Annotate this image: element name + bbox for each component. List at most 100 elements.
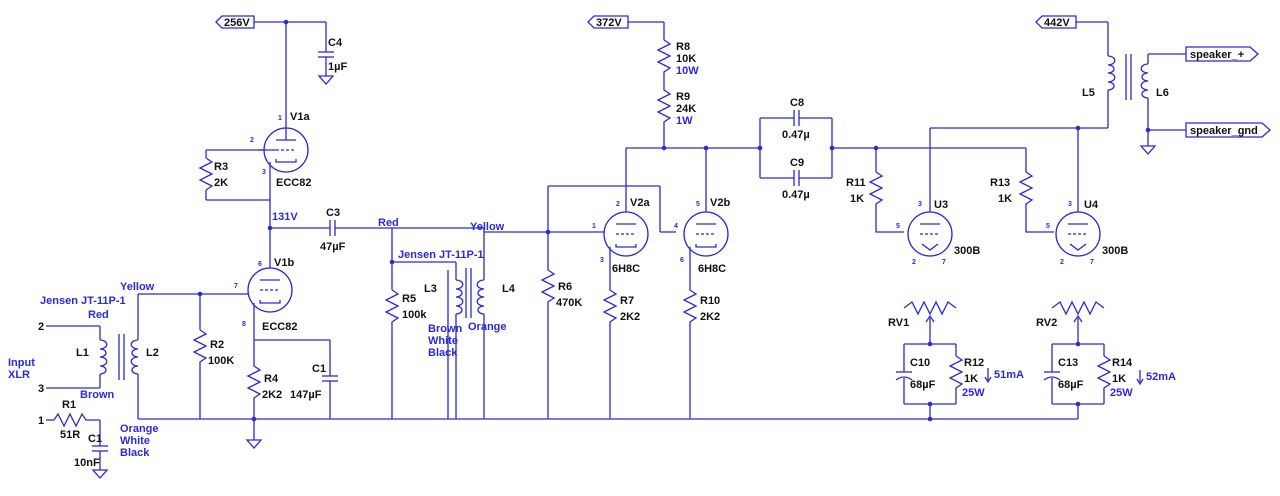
svg-text:1: 1 — [592, 223, 596, 230]
svg-text:Black: Black — [428, 347, 458, 359]
svg-text:L1: L1 — [76, 347, 89, 359]
svg-text:R2: R2 — [210, 339, 224, 351]
rail-372v: 372V — [587, 15, 665, 40]
input-xlr: Input XLR 2 3 1 — [8, 321, 44, 427]
svg-text:Orange: Orange — [120, 423, 159, 435]
rail-442v: 442V — [1035, 15, 1109, 56]
svg-text:25W: 25W — [962, 387, 985, 399]
svg-text:470K: 470K — [556, 297, 582, 309]
svg-text:C1: C1 — [88, 433, 102, 445]
svg-text:R13: R13 — [990, 177, 1010, 189]
svg-text:1W: 1W — [676, 115, 693, 127]
resistor-r12 — [948, 355, 964, 404]
svg-text:R11: R11 — [846, 177, 866, 189]
svg-text:C10: C10 — [910, 357, 930, 369]
potentiometer-rv1 — [903, 300, 957, 316]
tube-v1b: V1b ECC82 6 7 8 — [234, 257, 297, 333]
svg-text:7: 7 — [942, 259, 946, 266]
svg-text:C8: C8 — [790, 97, 804, 109]
svg-text:speaker_+: speaker_+ — [1190, 49, 1244, 61]
svg-text:147µF: 147µF — [290, 389, 322, 401]
svg-text:L4: L4 — [502, 283, 516, 295]
svg-text:5: 5 — [896, 223, 900, 230]
inductor-l1 — [99, 339, 108, 375]
resistor-r1 — [53, 412, 100, 428]
svg-text:6: 6 — [258, 261, 262, 268]
svg-text:100k: 100k — [402, 309, 427, 321]
inductor-l6 — [1140, 63, 1149, 99]
svg-text:6: 6 — [680, 257, 684, 264]
svg-text:300B: 300B — [1102, 245, 1128, 257]
resistor-r10 — [682, 289, 698, 419]
svg-text:1µF: 1µF — [328, 61, 347, 73]
node-131v-label: 131V — [272, 211, 298, 223]
svg-text:V2a: V2a — [630, 197, 650, 209]
tube-u3: U3 300B 3 5 2 7 — [896, 199, 980, 266]
inductor-l3 — [455, 279, 464, 315]
svg-text:7: 7 — [1090, 259, 1094, 266]
svg-text:R4: R4 — [264, 373, 279, 385]
svg-text:68µF: 68µF — [1058, 379, 1084, 391]
svg-text:Red: Red — [88, 309, 109, 321]
tube-v1a: V1a ECC82 1 2 3 — [250, 111, 311, 189]
svg-text:6H8C: 6H8C — [698, 263, 726, 275]
svg-text:2: 2 — [38, 321, 44, 333]
svg-text:R3: R3 — [214, 161, 228, 173]
svg-text:2: 2 — [912, 259, 916, 266]
port-speaker-gnd: speaker_gnd — [1185, 122, 1271, 138]
svg-text:1K: 1K — [850, 193, 864, 205]
port-speaker-plus: speaker_+ — [1185, 46, 1259, 62]
resistor-r9 — [656, 84, 672, 148]
svg-text:7: 7 — [234, 283, 238, 290]
svg-text:2K2: 2K2 — [262, 389, 282, 401]
svg-text:Input: Input — [8, 357, 35, 369]
svg-text:10K: 10K — [676, 53, 696, 65]
svg-text:1K: 1K — [998, 193, 1012, 205]
svg-text:C13: C13 — [1058, 357, 1078, 369]
resistor-r4 — [246, 340, 262, 419]
tube-v2a: V2a 6H8C 1 2 3 — [592, 197, 650, 275]
svg-text:ECC82: ECC82 — [276, 177, 311, 189]
svg-text:R8: R8 — [676, 41, 690, 53]
resistor-r8 — [656, 39, 672, 84]
inductor-l4 — [476, 279, 485, 315]
svg-text:3: 3 — [262, 169, 266, 176]
svg-text:300B: 300B — [954, 245, 980, 257]
svg-text:4: 4 — [674, 223, 678, 230]
svg-text:Black: Black — [120, 447, 150, 459]
svg-text:2K: 2K — [214, 177, 228, 189]
svg-text:L3: L3 — [424, 283, 437, 295]
svg-text:3: 3 — [1068, 201, 1072, 208]
svg-text:68µF: 68µF — [910, 379, 936, 391]
svg-text:1: 1 — [38, 415, 44, 427]
svg-text:2: 2 — [616, 201, 620, 208]
svg-text:51mA: 51mA — [994, 369, 1024, 381]
svg-text:25W: 25W — [1110, 387, 1133, 399]
svg-text:C4: C4 — [328, 37, 343, 49]
svg-text:V1b: V1b — [274, 257, 294, 269]
tube-v2b: V2b 6H8C 4 5 6 — [674, 197, 730, 275]
svg-text:52mA: 52mA — [1146, 371, 1176, 383]
svg-text:U3: U3 — [934, 199, 948, 211]
svg-text:6H8C: 6H8C — [612, 263, 640, 275]
svg-text:RV1: RV1 — [888, 317, 909, 329]
svg-text:R1: R1 — [62, 399, 76, 411]
svg-text:Orange: Orange — [468, 321, 507, 333]
capacitor-c4: C4 1µF — [317, 37, 347, 85]
svg-text:1K: 1K — [964, 373, 978, 385]
rail-372v-label: 372V — [596, 17, 622, 29]
svg-text:V2b: V2b — [710, 197, 730, 209]
resistor-r6 — [540, 269, 556, 419]
svg-text:1K: 1K — [1112, 373, 1126, 385]
svg-text:speaker_gnd: speaker_gnd — [1190, 125, 1258, 137]
svg-text:ECC82: ECC82 — [262, 321, 297, 333]
ground-symbol — [245, 439, 263, 449]
rail-256v-label: 256V — [224, 17, 250, 29]
svg-text:3: 3 — [600, 257, 604, 264]
svg-text:1: 1 — [278, 115, 282, 122]
svg-text:White: White — [428, 335, 458, 347]
svg-text:XLR: XLR — [8, 369, 30, 381]
svg-text:C9: C9 — [790, 157, 804, 169]
svg-text:C3: C3 — [326, 207, 340, 219]
